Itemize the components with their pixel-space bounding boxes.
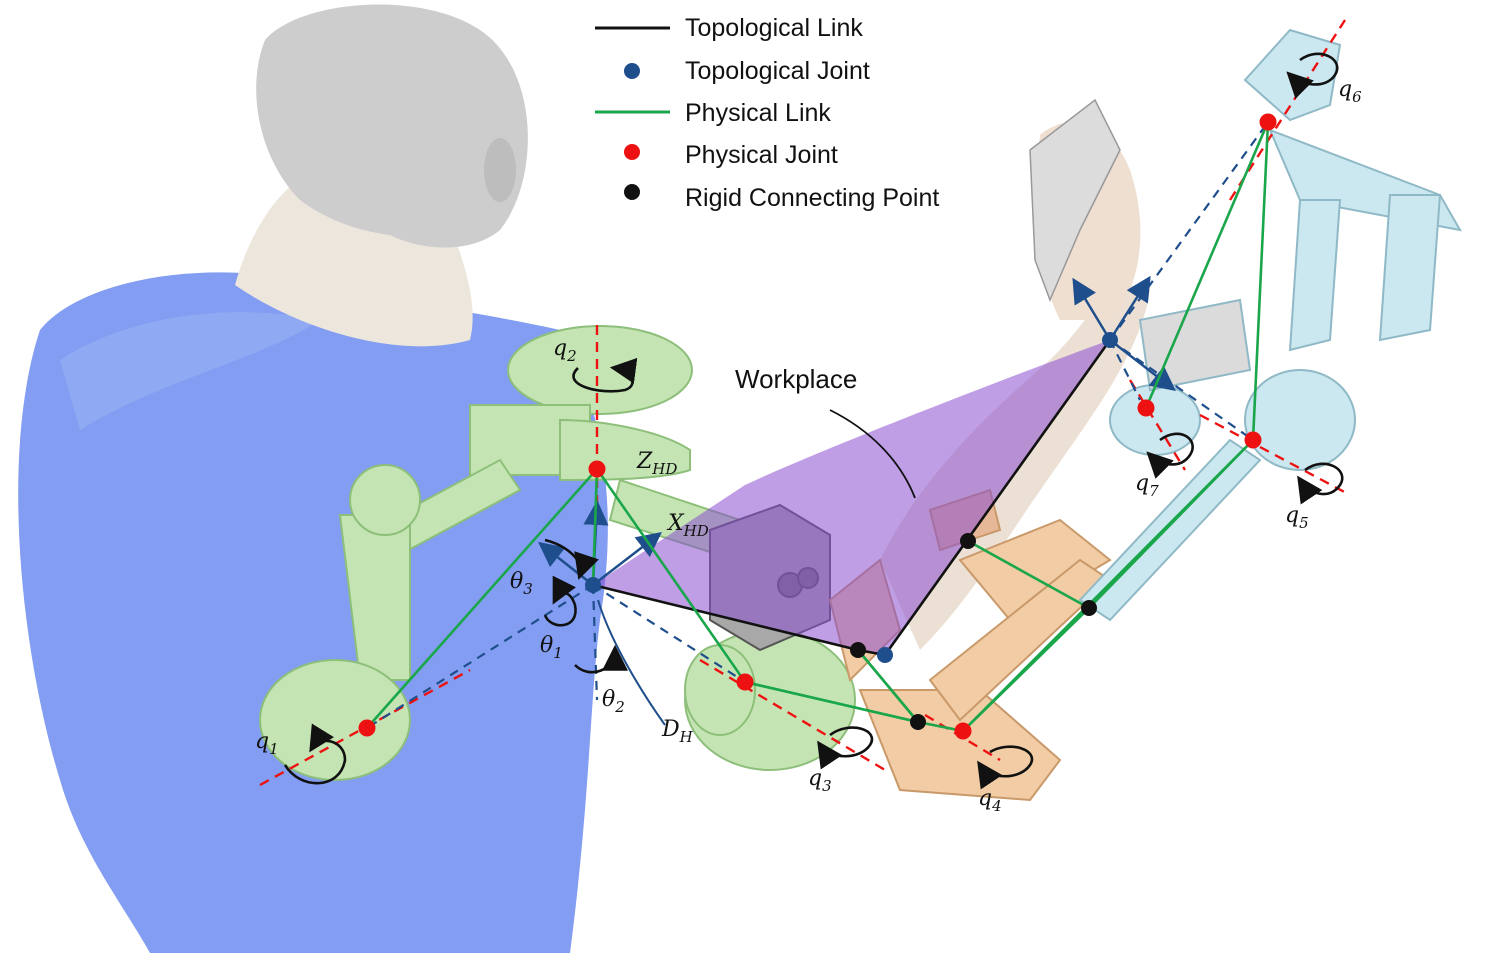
q4-label: q4 xyxy=(978,786,1002,815)
theta-2-rotation-arrow xyxy=(574,644,628,674)
q7-label: q7 xyxy=(1135,471,1159,500)
background-illustration xyxy=(18,4,1462,953)
q1-label: q1 xyxy=(255,729,279,758)
q7-axis xyxy=(1128,379,1187,471)
workplace-region xyxy=(593,340,1110,655)
legend-item-physical-link: Physical Link xyxy=(595,99,831,127)
shoulder-ref-dashed-down xyxy=(591,584,599,701)
physical-joint-q3 xyxy=(736,673,754,691)
wrist-ref-dashed-down xyxy=(1109,339,1141,401)
workplace-annotation: Workplace xyxy=(735,364,916,499)
q6-rotation-arrow xyxy=(1286,52,1339,99)
workplace-pointer xyxy=(829,409,916,499)
q2-rotation-arrow xyxy=(572,357,638,393)
theta-3-label: θ3 xyxy=(510,569,533,598)
rigid-point-4 xyxy=(1081,600,1097,616)
workplace-label: Workplace xyxy=(735,364,857,394)
q6-axis xyxy=(1228,19,1347,201)
q3-axis xyxy=(699,658,886,772)
physical-link-connector xyxy=(857,649,919,723)
q5-rotation-arrow xyxy=(1297,462,1344,505)
legend-label-physical-link: Physical Link xyxy=(685,99,831,127)
q5-label: q5 xyxy=(1285,503,1309,532)
theta-1-rotation-arrow xyxy=(543,575,577,627)
physical-joint-q5 xyxy=(1244,431,1262,449)
theta-1-label: θ1 xyxy=(540,633,563,662)
physical-joint-q7 xyxy=(1137,399,1155,417)
q4-rotation-arrow xyxy=(977,745,1034,790)
green-shoulder-device xyxy=(259,325,856,781)
cyan-wrist-device xyxy=(1078,28,1462,622)
ear-shape xyxy=(484,138,516,202)
legend-item-physical-joint: Physical Joint xyxy=(624,141,838,169)
shoulder-ref-dashed-left xyxy=(366,584,594,729)
q3-label: q3 xyxy=(808,766,832,795)
wrist-arrow-down xyxy=(1109,339,1176,392)
physical-link-wrist xyxy=(962,121,1270,732)
theta-2-label: θ2 xyxy=(602,687,625,716)
z-hd-label: ZHD xyxy=(636,449,677,478)
q5-axis xyxy=(1199,413,1351,497)
physical-link-forearm-b xyxy=(1088,439,1254,609)
rigid-point-1 xyxy=(850,642,866,658)
q6-label: q6 xyxy=(1338,77,1362,106)
hand-device-shape xyxy=(1029,98,1121,303)
physical-joint-q6 xyxy=(1259,113,1277,131)
x-hd-label: XHD xyxy=(666,511,709,540)
wrist-arrow-up xyxy=(1072,277,1112,341)
rigid-point-3 xyxy=(960,533,976,549)
legend-item-topological-joint: Topological Joint xyxy=(624,57,870,85)
shoulder-ref-dashed-right xyxy=(592,584,746,683)
q1-rotation-arrow xyxy=(283,723,347,785)
q2-label: q2 xyxy=(553,336,577,365)
shoulder-shade xyxy=(60,312,320,430)
legend-item-rigid-connecting-point: Rigid Connecting Point xyxy=(624,184,939,212)
topological-joint-elbow xyxy=(877,647,893,663)
head-shape xyxy=(256,4,528,248)
topological-joint-wrist xyxy=(1102,332,1118,348)
legend: Topological Link Topological Joint Physi… xyxy=(595,14,939,212)
topological-joint-shoulder xyxy=(585,577,601,593)
legend-label-rigid-connecting-point: Rigid Connecting Point xyxy=(685,184,939,212)
torso-shape xyxy=(18,272,608,953)
theta-3-rotation-arrow xyxy=(544,538,599,580)
kinematic-overlay xyxy=(259,19,1351,790)
legend-item-topological-link: Topological Link xyxy=(595,14,863,42)
legend-label-topological-link: Topological Link xyxy=(685,14,863,42)
wrist-ref-dashed-right xyxy=(1109,339,1254,441)
legend-label-physical-joint: Physical Joint xyxy=(685,141,838,169)
legend-label-topological-joint: Topological Joint xyxy=(685,57,870,85)
topological-link xyxy=(592,339,1112,657)
rigid-point-2 xyxy=(910,714,926,730)
physical-joint-q1 xyxy=(358,719,376,737)
d-h-label: DH xyxy=(661,717,694,746)
wrist-ref-dashed-up xyxy=(1109,121,1269,341)
physical-joint-q2 xyxy=(588,460,606,478)
q3-rotation-arrow xyxy=(817,726,874,770)
wrist-arrow-right xyxy=(1108,275,1151,341)
physical-joint-q4 xyxy=(954,722,972,740)
q7-rotation-arrow xyxy=(1146,432,1194,479)
